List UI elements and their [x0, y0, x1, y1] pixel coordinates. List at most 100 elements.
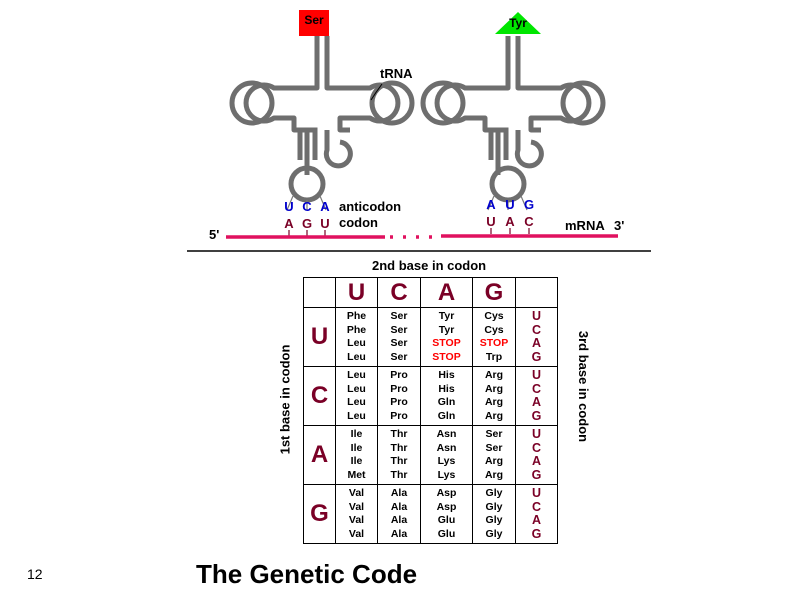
- first-base-label: 1st base in codon: [277, 344, 293, 455]
- amino-acid-entry: Arg: [484, 369, 504, 381]
- third-base-entry: A: [531, 395, 542, 409]
- anticodon-right: A U G: [486, 197, 534, 212]
- amino-acid-entry: Val: [348, 527, 365, 540]
- amino-acid-entry: Leu: [347, 337, 366, 349]
- third-base-entry: C: [531, 499, 542, 514]
- amino-acid-entry: Thr: [390, 428, 408, 440]
- amino-acid-entry: Ala: [390, 500, 408, 513]
- amino-acid-entry: Ser: [390, 337, 408, 349]
- amino-acid-entry: Pro: [390, 382, 408, 395]
- amino-acid-entry: His: [438, 382, 455, 395]
- third-base-entry: U: [531, 486, 542, 500]
- amino-acid-entry: Gly: [485, 527, 503, 540]
- third-base-entry: U: [531, 309, 542, 323]
- three-prime-label: 3': [614, 218, 624, 233]
- amino-acid-entry: STOP: [432, 350, 461, 363]
- amino-acid-entry: Gln: [437, 396, 456, 408]
- anticodon-left-base-1: U: [284, 199, 293, 214]
- amino-acid-entry: Gly: [485, 500, 503, 513]
- third-base-label: 3rd base in codon: [576, 330, 592, 443]
- trna-left: [229, 36, 415, 211]
- anticodon-right-base-1: A: [486, 197, 496, 212]
- amino-acid-entry: Ser: [390, 323, 408, 336]
- first-base-cell: U: [303, 307, 336, 367]
- anticodon-right-base-2: U: [505, 197, 514, 212]
- amino-acid-entry: Arg: [484, 468, 504, 481]
- codon-right-base-1: U: [486, 214, 495, 229]
- amino-acid-entry: His: [438, 369, 455, 381]
- first-base-cell: G: [303, 484, 336, 544]
- amino-acid-entry: Asp: [436, 500, 457, 513]
- first-base-cell: A: [303, 425, 336, 485]
- codon-right: U A C: [486, 214, 534, 229]
- amino-acid-entry: Val: [348, 487, 365, 499]
- amino-acid-tyr-triangle: [495, 12, 541, 34]
- amino-acid-entry: Gly: [485, 487, 503, 499]
- amino-acid-entry: Gly: [485, 514, 503, 526]
- amino-acid-entry: Ile: [350, 428, 363, 440]
- third-base-entry: C: [531, 440, 542, 455]
- amino-acid-entry: Tyr: [438, 310, 455, 322]
- amino-acid-entry: Thr: [390, 441, 408, 454]
- second-base-label: 2nd base in codon: [372, 258, 487, 273]
- third-base-entry: G: [531, 349, 542, 364]
- amino-acid-entry: Cys: [484, 323, 504, 336]
- third-base-entry: G: [531, 408, 542, 423]
- amino-acid-entry: Leu: [347, 409, 366, 422]
- amino-acid-entry: Glu: [437, 514, 456, 526]
- slide-title: The Genetic Code: [196, 559, 418, 589]
- anticodon-right-base-3: G: [524, 197, 534, 212]
- amino-acid-entry: Tyr: [438, 323, 455, 336]
- anticodon-left: U C A: [284, 199, 330, 214]
- anticodon-left-base-3: A: [320, 199, 330, 214]
- anticodon-left-base-2: C: [302, 199, 312, 214]
- amino-acid-entry: Leu: [347, 350, 366, 363]
- amino-acid-entry: Arg: [484, 396, 504, 408]
- codon-left-base-1: A: [284, 216, 294, 231]
- amino-acid-entry: Gln: [437, 409, 456, 422]
- amino-acid-entry: Arg: [484, 409, 504, 422]
- amino-acid-right-label: Tyr: [509, 16, 527, 30]
- third-base-entry: G: [531, 526, 542, 541]
- third-base-entry: A: [531, 454, 542, 468]
- third-base-entry: U: [531, 368, 542, 382]
- anticodon-label: anticodon: [339, 199, 401, 214]
- amino-acid-entry: Pro: [390, 396, 408, 408]
- amino-acid-entry: Met: [347, 468, 366, 481]
- amino-acid-entry: Asp: [436, 487, 457, 499]
- amino-acid-entry: Leu: [347, 382, 366, 395]
- amino-acid-entry: Pro: [390, 369, 408, 381]
- third-base-entry: A: [531, 336, 542, 350]
- amino-acid-entry: Leu: [347, 396, 366, 408]
- amino-acid-entry: Trp: [485, 350, 503, 363]
- amino-acid-entry: Leu: [347, 369, 366, 381]
- amino-acid-entry: Glu: [437, 527, 456, 540]
- amino-acid-entry: Ile: [350, 441, 363, 454]
- amino-acid-entry: Arg: [484, 455, 504, 467]
- second-base-a: A: [420, 277, 473, 308]
- codon-right-base-3: C: [524, 214, 534, 229]
- amino-acid-entry: Val: [348, 514, 365, 526]
- amino-acid-entry: STOP: [479, 337, 509, 349]
- amino-acid-entry: Pro: [390, 409, 408, 422]
- five-prime-label: 5': [209, 227, 219, 242]
- trna-right: [420, 36, 606, 211]
- amino-acid-entry: Ser: [485, 441, 503, 454]
- amino-acid-entry: Arg: [484, 382, 504, 395]
